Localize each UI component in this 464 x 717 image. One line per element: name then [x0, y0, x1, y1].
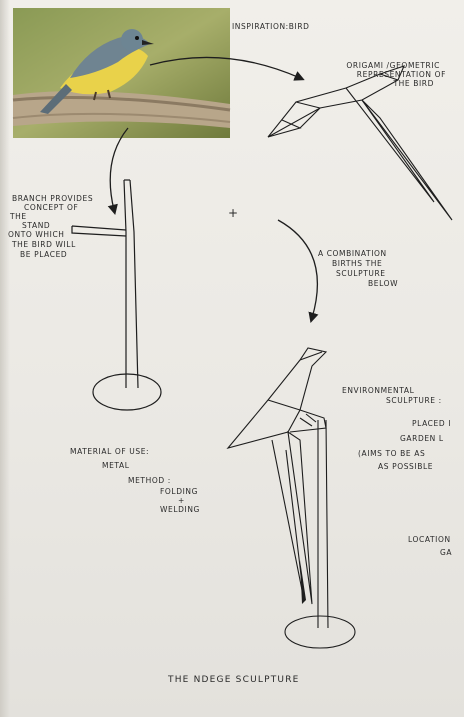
sculpture-title: THE NDEGE SCULPTURE: [168, 676, 300, 685]
branch-label-line3: THE: [10, 213, 27, 221]
inspiration-label: INSPIRATION:BIRD: [232, 23, 310, 31]
branch-label-line7: BE PLACED: [20, 251, 67, 259]
branch-label-line6: THE BIRD WILL: [12, 241, 76, 249]
branch-label-line4: STAND: [22, 222, 50, 230]
environmental-label-line2: SCULPTURE :: [386, 397, 442, 405]
combination-label-line2: BIRTHS THE: [332, 260, 382, 268]
branch-label-line5: ONTO WHICH: [8, 231, 65, 239]
environmental-label-line5: (AIMS TO BE AS: [358, 450, 425, 458]
method-label: METHOD :: [128, 477, 171, 485]
material-label: MATERIAL OF USE:: [70, 448, 149, 456]
method-plus: +: [178, 497, 185, 505]
combination-label-line4: BELOW: [368, 280, 398, 288]
plus-sign: +: [228, 207, 238, 219]
combination-label-line3: SCULPTURE: [336, 270, 386, 278]
branch-stand-drawing: [72, 180, 161, 410]
environmental-label-line3: PLACED I: [412, 420, 451, 428]
environmental-label-line1: ENVIRONMENTAL: [342, 387, 414, 395]
method-folding: FOLDING: [160, 488, 198, 496]
environmental-label-line4: GARDEN L: [400, 435, 444, 443]
branch-label-line2: CONCEPT OF: [24, 204, 78, 212]
method-welding: WELDING: [160, 506, 200, 514]
combination-label-line1: A COMBINATION: [318, 250, 387, 258]
origami-bird-drawing: [268, 66, 452, 220]
origami-label-line1: ORIGAMI /GEOMETRIC: [300, 62, 440, 70]
branch-label-line1: BRANCH PROVIDES: [12, 195, 93, 203]
bird-photo: [13, 8, 230, 138]
arrow-to-sculpture: [278, 220, 317, 318]
origami-label-line3: THE BIRD: [300, 80, 434, 88]
sculpture-drawing: [228, 348, 355, 648]
location-label: LOCATION: [408, 536, 451, 544]
location-value: GA: [440, 549, 452, 557]
material-value: METAL: [102, 462, 130, 470]
arrow-to-branch: [110, 128, 128, 210]
environmental-label-line6: AS POSSIBLE: [378, 463, 433, 471]
origami-label-line2: REPRESENTATION OF: [300, 71, 446, 79]
